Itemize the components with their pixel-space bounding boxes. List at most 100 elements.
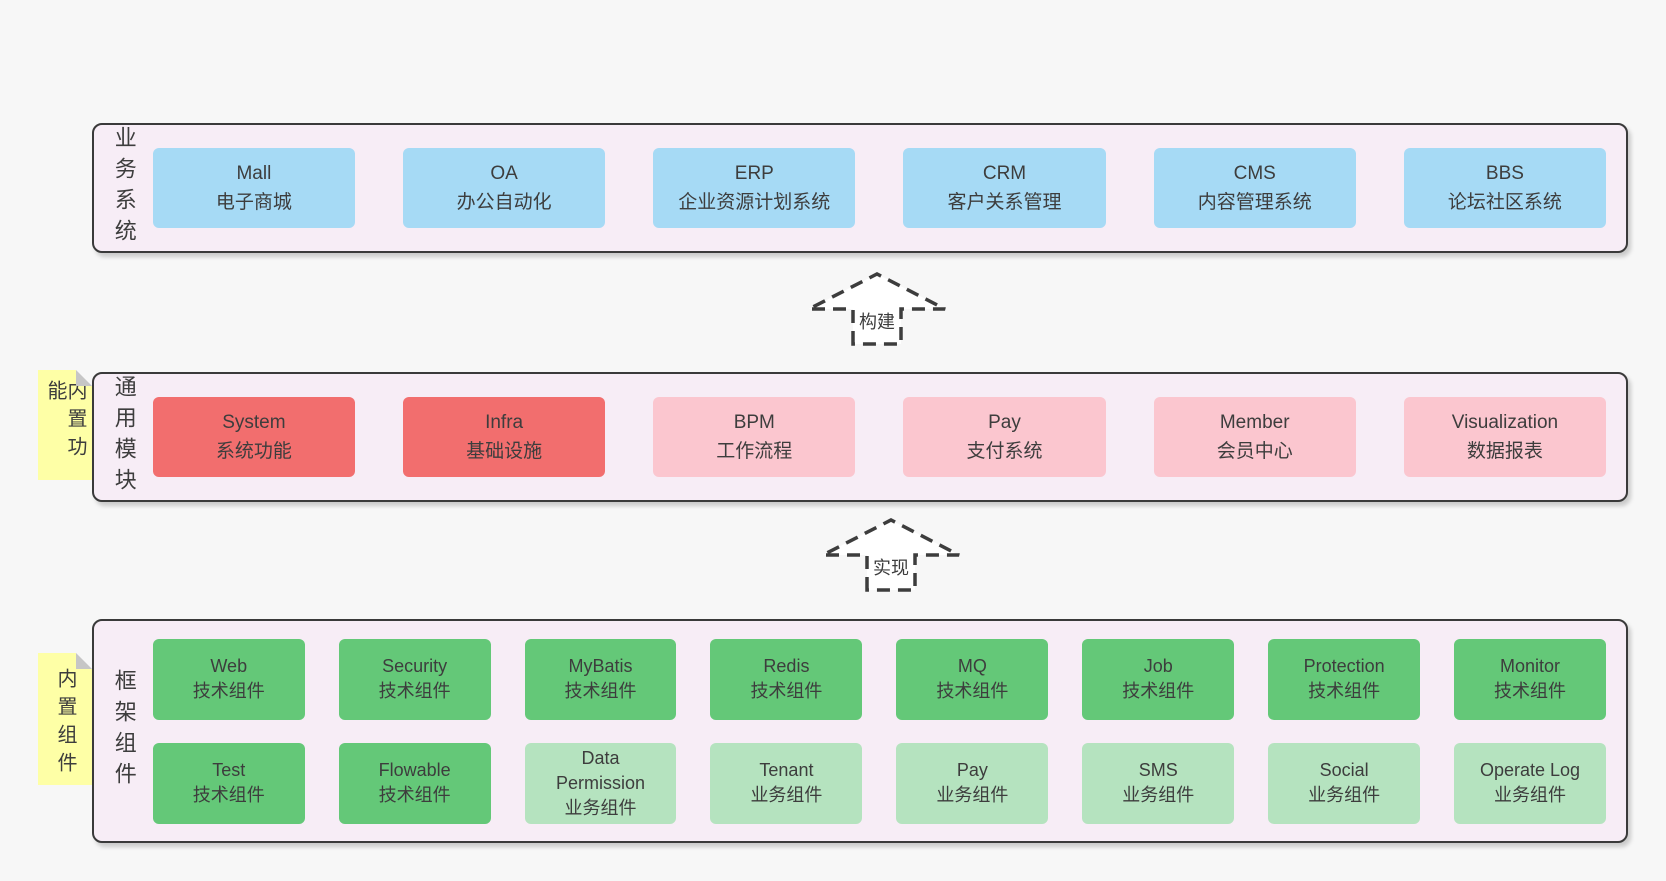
box-subtitle: 业务组件 (1122, 785, 1195, 805)
box-tenant: Tenant 业务组件 (710, 742, 863, 824)
box-title: Flowable (378, 760, 451, 780)
box-subtitle: 客户关系管理 (947, 192, 1062, 213)
box-subtitle: 技术组件 (936, 681, 1009, 701)
box-mq: MQ 技术组件 (896, 638, 1049, 720)
box-social: Social 业务组件 (1268, 742, 1421, 824)
box-title: ERP (734, 163, 774, 184)
box-title: Member (1219, 412, 1290, 433)
box-subtitle: 内容管理系统 (1197, 192, 1312, 213)
box-system: System 系统功能 (152, 397, 355, 477)
box-subtitle: 技术组件 (378, 681, 451, 701)
box-security: Security 技术组件 (338, 638, 491, 720)
box-subtitle: 业务组件 (750, 785, 823, 805)
box-bbs: BBS 论坛社区系统 (1403, 148, 1607, 228)
box-title: System (222, 412, 286, 433)
box-title: Operate Log (1480, 760, 1581, 780)
box-operate-log: Operate Log 业务组件 (1454, 742, 1606, 824)
box-title: OA (490, 163, 518, 184)
box-mybatis: MyBatis 技术组件 (524, 638, 677, 720)
box-data-permission: Data Permission 业务组件 (524, 742, 677, 824)
box-subtitle: 技术组件 (750, 681, 823, 701)
box-subtitle: 业务组件 (936, 785, 1009, 805)
box-sms: SMS 业务组件 (1082, 742, 1235, 824)
box-title: Test (212, 760, 246, 780)
box-monitor: Monitor 技术组件 (1454, 638, 1606, 720)
box-title: Visualization (1451, 412, 1559, 433)
box-cms: CMS 内容管理系统 (1153, 148, 1356, 228)
box-subtitle: 基础设施 (466, 441, 543, 462)
box-title: CRM (982, 163, 1027, 184)
arrow-label: 实现 (870, 554, 912, 580)
box-subtitle: 技术组件 (1122, 681, 1195, 701)
box-subtitle: 业务组件 (1494, 785, 1567, 805)
box-title: BBS (1485, 163, 1524, 184)
box-title: Data Permission (556, 747, 646, 793)
box-title: Security (382, 656, 448, 676)
box-title: Job (1143, 656, 1173, 676)
box-subtitle: 工作流程 (716, 441, 793, 462)
layer-common-modules: 通用模块 System 系统功能 Infra 基础设施 BPM 工作流程 Pay… (92, 372, 1628, 502)
box-title: Mall (236, 163, 272, 184)
box-title: CMS (1233, 163, 1276, 184)
box-subtitle: 技术组件 (378, 785, 451, 805)
box-title: Monitor (1500, 656, 1561, 676)
box-subtitle: 论坛社区系统 (1447, 192, 1562, 213)
box-subtitle: 系统功能 (215, 441, 292, 462)
box-subtitle: 数据报表 (1466, 441, 1543, 462)
component-box-grid: Web 技术组件 Security 技术组件 MyBatis 技术组件 Redi… (152, 638, 1606, 824)
layer-framework-components: 框架组件 Web 技术组件 Security 技术组件 MyBatis 技术组件… (92, 619, 1628, 843)
implement-arrow: 实现 (821, 517, 961, 593)
box-subtitle: 业务组件 (1308, 785, 1381, 805)
box-title: MyBatis (568, 656, 633, 676)
box-protection: Protection 技术组件 (1268, 638, 1421, 720)
box-pay: Pay 支付系统 (903, 397, 1106, 477)
box-bpm: BPM 工作流程 (653, 397, 856, 477)
box-member: Member 会员中心 (1153, 397, 1356, 477)
box-crm: CRM 客户关系管理 (903, 148, 1106, 228)
box-infra: Infra 基础设施 (403, 397, 606, 477)
module-box-row: System 系统功能 Infra 基础设施 BPM 工作流程 Pay 支付系统… (152, 397, 1607, 477)
box-subtitle: 办公自动化 (456, 192, 552, 213)
box-subtitle: 电子商城 (215, 192, 292, 213)
box-web: Web 技术组件 (152, 638, 305, 720)
box-subtitle: 支付系统 (966, 441, 1043, 462)
box-mall: Mall 电子商城 (152, 148, 355, 228)
box-title: Pay (988, 412, 1021, 433)
box-subtitle: 技术组件 (192, 785, 265, 805)
box-title: BPM (733, 412, 775, 433)
build-arrow: 构建 (807, 271, 947, 347)
box-test: Test 技术组件 (152, 742, 305, 824)
box-title: Tenant (759, 760, 814, 780)
box-title: Protection (1303, 656, 1385, 676)
box-title: Web (210, 656, 248, 676)
box-visualization: Visualization 数据报表 (1403, 397, 1607, 477)
box-subtitle: 会员中心 (1216, 441, 1293, 462)
sticky-note-text: 内置组件 (54, 668, 76, 780)
box-erp: ERP 企业资源计划系统 (653, 148, 856, 228)
business-box-row: Mall 电子商城 OA 办公自动化 ERP 企业资源计划系统 CRM 客户关系… (152, 148, 1607, 228)
layer-label: 框架组件 (111, 669, 137, 793)
box-title: SMS (1138, 760, 1178, 780)
sticky-note-builtin-components: 内置组件 (38, 653, 92, 785)
box-title: Redis (763, 656, 810, 676)
layer-label: 业务系统 (111, 126, 137, 250)
layer-business-systems: 业务系统 Mall 电子商城 OA 办公自动化 ERP 企业资源计划系统 CRM… (92, 123, 1628, 253)
sticky-note-builtin-features: 内置功能 (38, 370, 92, 480)
box-redis: Redis 技术组件 (710, 638, 863, 720)
sticky-note-text: 内置功能 (44, 380, 86, 464)
box-subtitle: 业务组件 (564, 797, 637, 818)
layer-label: 通用模块 (111, 375, 137, 499)
arrow-label: 构建 (856, 308, 898, 334)
box-subtitle: 技术组件 (564, 681, 637, 701)
box-subtitle: 技术组件 (192, 681, 265, 701)
box-flowable: Flowable 技术组件 (338, 742, 491, 824)
box-title: MQ (957, 656, 987, 676)
box-title: Infra (485, 412, 524, 433)
box-oa: OA 办公自动化 (403, 148, 606, 228)
box-pay-business: Pay 业务组件 (896, 742, 1049, 824)
box-title: Social (1319, 760, 1369, 780)
box-subtitle: 技术组件 (1308, 681, 1381, 701)
box-subtitle: 技术组件 (1494, 681, 1567, 701)
box-title: Pay (956, 760, 988, 780)
